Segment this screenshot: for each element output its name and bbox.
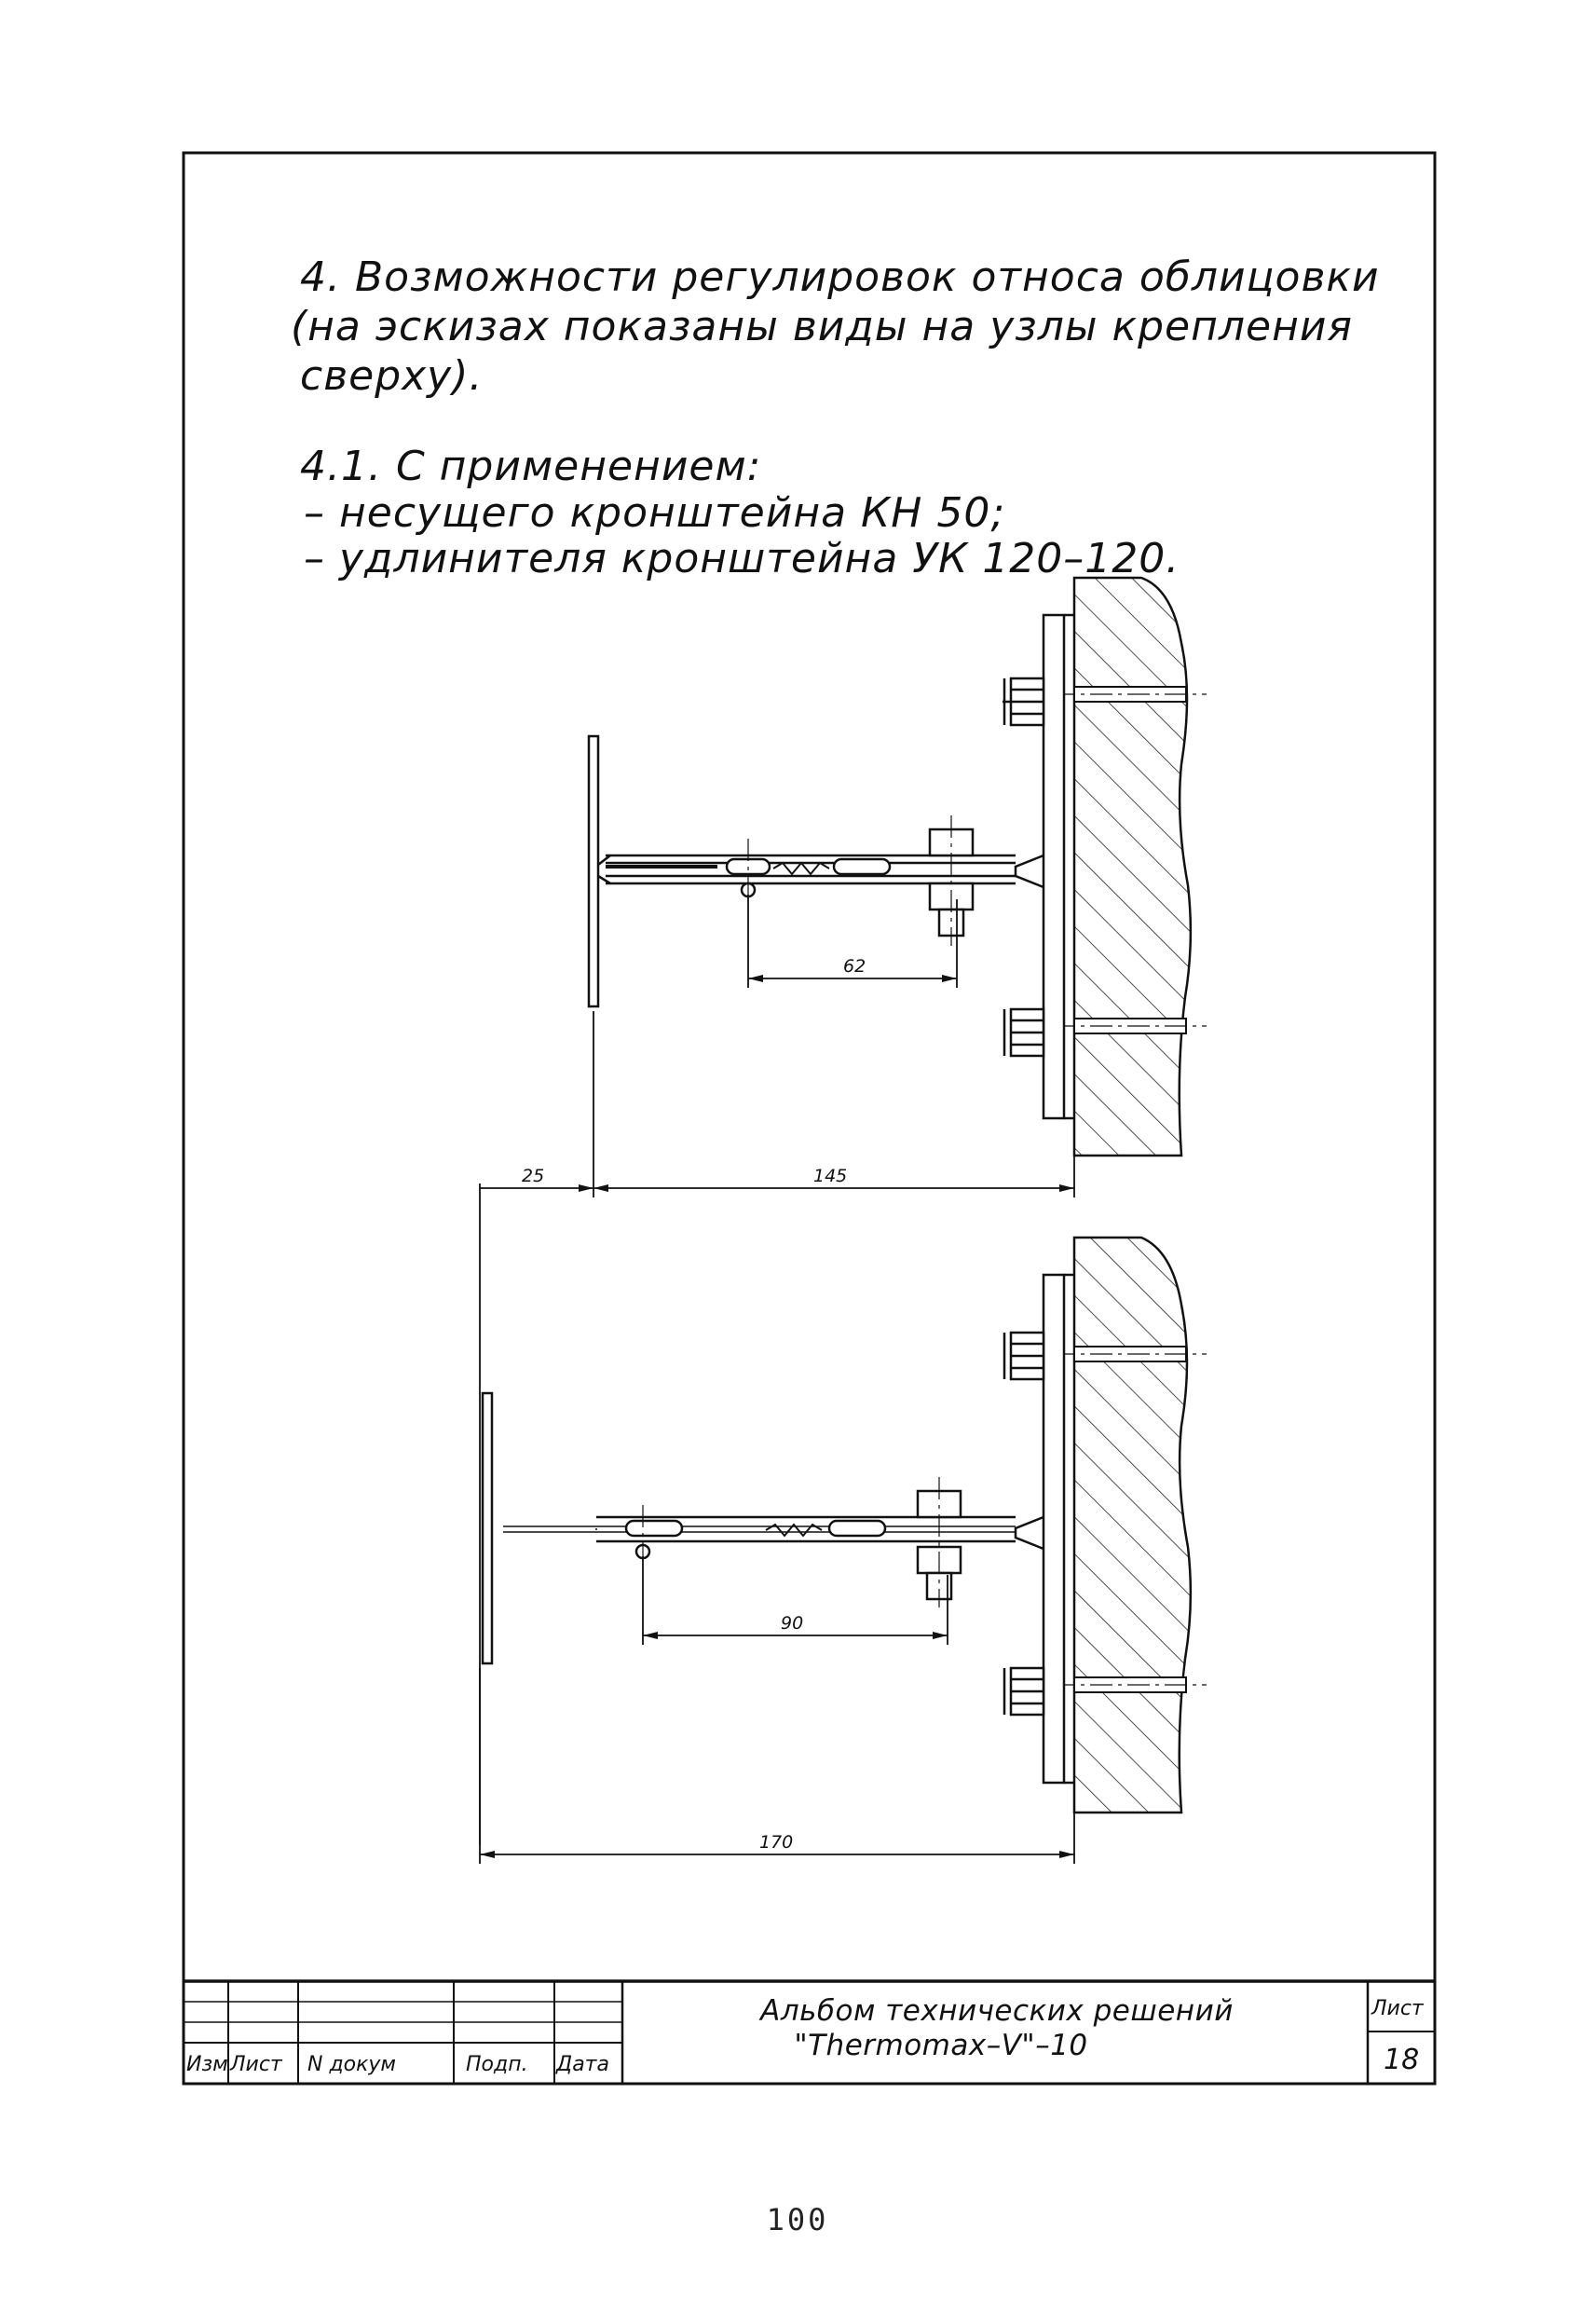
base-plate-upper (1042, 613, 1066, 1120)
dimension-label-25: 25 (522, 1166, 544, 1186)
title-block-izm: Изм (186, 2053, 228, 2076)
heading-block: 4. Возможности регулировок относа облицо… (291, 253, 1380, 582)
dimension-label-62: 62 (843, 956, 866, 977)
wall-section-upper (1072, 576, 1193, 1157)
bracket-profile-upper (1014, 854, 1044, 889)
title-block-sheet-number: 18 (1384, 2044, 1419, 2076)
heading-line-3: сверху). (300, 352, 483, 400)
bracket-drawing-lower (479, 1236, 1207, 1864)
dimension-label-90: 90 (781, 1613, 803, 1634)
title-block-date: Дата (555, 2053, 609, 2076)
dimension-label-145: 145 (813, 1166, 847, 1186)
heading-line-2: (на эскизах показаны виды на узлы крепле… (291, 303, 1353, 350)
base-plate-lower (1042, 1273, 1066, 1785)
bolt-icon (1003, 1666, 1045, 1717)
title-block (184, 1979, 1435, 2084)
subheading-line-3: – удлинителя кронштейна УК 120–120. (304, 535, 1180, 582)
title-block-title-line-1: Альбом технических решений (758, 1994, 1234, 2028)
subheading-line-1: 4.1. С применением: (300, 443, 762, 490)
bracket-drawing-upper (479, 576, 1207, 1845)
title-block-list: Лист (229, 2053, 283, 2076)
sheet-frame (182, 151, 1437, 2086)
wall-section-lower (1072, 1236, 1193, 1814)
bolt-icon (1003, 1331, 1045, 1381)
subheading-line-2: – несущего кронштейна КН 50; (304, 489, 1005, 537)
bolt-icon (1003, 677, 1045, 727)
heading-line-1: 4. Возможности регулировок относа облицо… (300, 253, 1380, 301)
title-block-title-line-2: "Thermomax–V"–10 (794, 2029, 1087, 2062)
facade-plate-upper (587, 734, 600, 1008)
title-block-sheet-label: Лист (1371, 1997, 1425, 2020)
page-number: 100 (767, 2202, 829, 2237)
bolt-icon (1003, 1007, 1045, 1058)
title-block-doc: N докум (307, 2053, 396, 2076)
title-block-sign: Подп. (466, 2053, 528, 2076)
bracket-profile-lower (1014, 1515, 1044, 1551)
dimension-label-170: 170 (759, 1832, 793, 1853)
facade-plate-lower (481, 1391, 494, 1665)
